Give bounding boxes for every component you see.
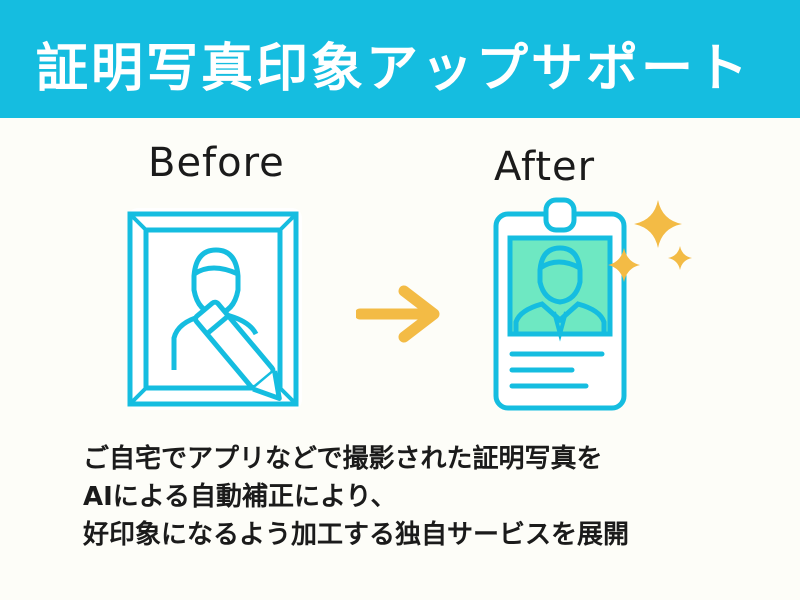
description-line: 好印象になるよう加工する独自サービスを展開	[83, 520, 630, 550]
after-label: After	[494, 144, 596, 190]
description-line: AIによる自動補正により、	[83, 482, 397, 512]
description: ご自宅でアプリなどで撮影された証明写真を AIによる自動補正により、 好印象にな…	[83, 440, 763, 554]
framed-portrait-pencil-icon	[127, 208, 302, 410]
arrow-right-icon	[356, 285, 440, 343]
description-line: ご自宅でアプリなどで撮影された証明写真を	[83, 444, 603, 474]
before-label: Before	[148, 140, 285, 186]
header-banner: 証明写真印象アップサポート	[0, 0, 800, 118]
page-title: 証明写真印象アップサポート	[36, 39, 752, 99]
id-card-portrait-sparkle-icon	[493, 197, 692, 411]
